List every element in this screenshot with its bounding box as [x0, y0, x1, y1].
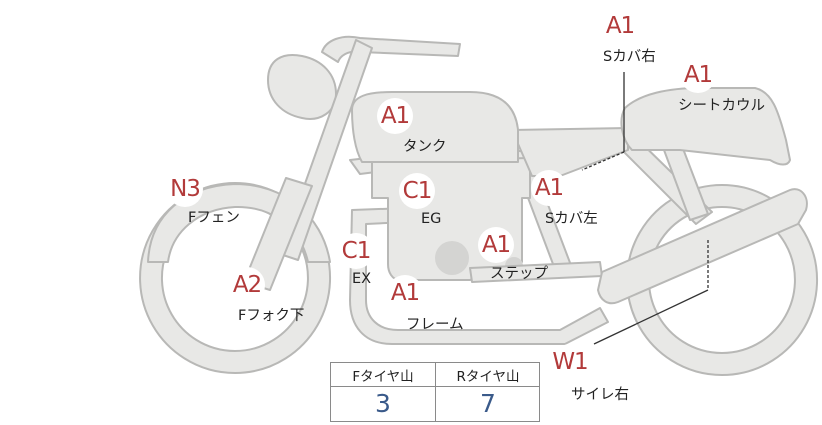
- badge-scover-left[interactable]: A1: [531, 170, 567, 206]
- badge-front-fender[interactable]: N3: [167, 171, 203, 207]
- side-cover-right: [511, 127, 629, 177]
- header-rear-tire: Rタイヤ山: [436, 363, 540, 387]
- handlebar: [321, 35, 461, 63]
- value-rear-tire[interactable]: 7: [480, 389, 496, 418]
- label-silencer-right: サイレ右: [571, 387, 629, 403]
- badge-engine[interactable]: C1: [399, 173, 435, 209]
- headlight: [267, 54, 337, 120]
- label-frame: フレーム: [406, 317, 464, 333]
- silencer: [597, 188, 808, 305]
- badge-seat-cowl[interactable]: A1: [680, 57, 716, 93]
- label-tank: タンク: [403, 139, 447, 155]
- badge-scover-right[interactable]: A1: [602, 8, 638, 44]
- leader-line-scover-right-2: [581, 151, 625, 171]
- badge-front-fork-lower[interactable]: A2: [229, 267, 265, 303]
- value-front-tire[interactable]: 3: [375, 389, 391, 418]
- badge-frame[interactable]: A1: [387, 275, 423, 311]
- badge-tank[interactable]: A1: [377, 98, 413, 134]
- engine-cover: [435, 241, 469, 275]
- seat-cowl: [620, 87, 791, 166]
- label-engine: EG: [421, 211, 442, 227]
- header-front-tire: Fタイヤ山: [331, 363, 435, 387]
- label-seat-cowl: シートカウル: [678, 98, 765, 114]
- label-front-fender: Fフェン: [188, 210, 240, 226]
- column-divider: [435, 363, 436, 421]
- exhaust-pipe: [349, 207, 609, 345]
- badge-step[interactable]: A1: [478, 227, 514, 263]
- label-scover-left: Sカバ左: [545, 211, 598, 227]
- badge-exhaust[interactable]: C1: [338, 233, 374, 269]
- label-step: ステップ: [490, 266, 548, 282]
- front-fork-lower: [243, 177, 313, 291]
- tire-tread-table: Fタイヤ山 Rタイヤ山 3 7: [330, 362, 540, 422]
- badge-silencer-right[interactable]: W1: [552, 344, 589, 380]
- label-scover-right: Sカバ右: [603, 49, 656, 65]
- label-exhaust: EX: [352, 271, 372, 287]
- leader-line-silencer-2: [593, 289, 709, 345]
- label-front-fork-lower: Fフォク下: [238, 308, 305, 324]
